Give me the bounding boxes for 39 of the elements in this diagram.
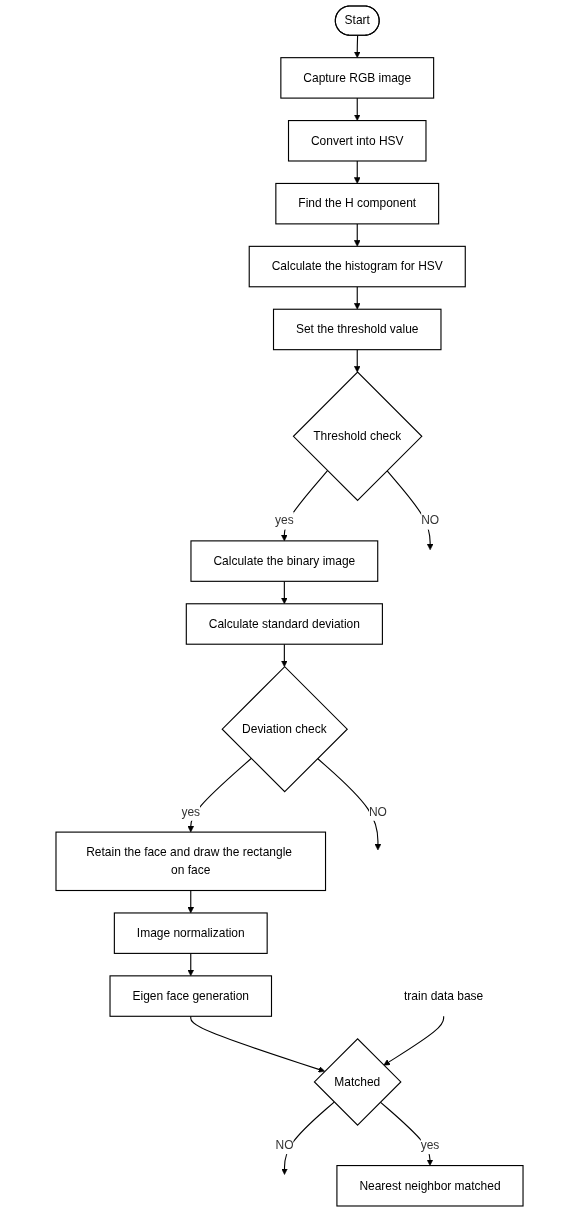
arrow: [187, 889, 195, 914]
node-diamond: Deviation check: [221, 665, 348, 793]
edge-label: NO: [421, 513, 440, 527]
arrow: [353, 35, 361, 58]
node-diamond: Matched: [313, 1037, 402, 1126]
node-box: Convert into HSV: [287, 120, 427, 162]
arrow: [353, 160, 361, 184]
arrow: [383, 1015, 445, 1066]
arrow: [379, 1101, 434, 1166]
arrow: [281, 1101, 335, 1175]
node-box: Calculate standard deviation: [185, 603, 383, 645]
arrow: [386, 470, 434, 551]
arrow: [187, 757, 252, 833]
arrow: [353, 349, 361, 373]
node-box: Eigen face generation: [109, 975, 273, 1017]
arrow: [187, 952, 195, 977]
edge-label: NO: [275, 1138, 294, 1152]
node-box: Retain the face and draw the rectangle on face: [55, 831, 327, 892]
arrow: [316, 757, 382, 851]
node-box: Calculate the histogram for HSV: [248, 245, 466, 288]
arrow: [190, 1015, 325, 1073]
node-box: Set the threshold value: [272, 308, 442, 351]
node-box: Calculate the binary image: [190, 540, 379, 582]
node-box: Capture RGB image: [280, 57, 435, 99]
edge-label: yes: [420, 1138, 440, 1152]
arrow: [281, 470, 329, 542]
edge-label: NO: [368, 805, 387, 818]
arrow: [353, 286, 361, 310]
node-diamond: Threshold check: [292, 371, 423, 502]
arrow: [281, 643, 288, 667]
arrow: [281, 580, 288, 605]
node-box: Nearest neighbor matched: [336, 1165, 524, 1207]
arrow: [353, 97, 361, 121]
node-text: train data base: [403, 989, 484, 1003]
node-box: Image normalization: [113, 912, 268, 954]
arrow: [353, 223, 361, 247]
node-box: Find the H component: [275, 182, 440, 225]
edge-label: yes: [181, 805, 201, 818]
edge-label: yes: [275, 513, 294, 527]
